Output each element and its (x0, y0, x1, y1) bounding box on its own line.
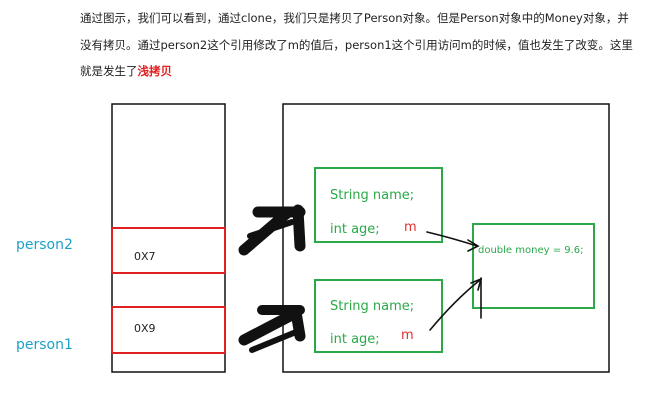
address-person1: 0X9 (134, 322, 156, 335)
highlight-shallow-copy: 浅拷贝 (137, 64, 173, 78)
ref-arrow-bottom (429, 277, 483, 331)
stack-slot-person1 (111, 306, 226, 354)
heap-frame (282, 103, 610, 373)
paragraph-line-2: 没有拷贝。通过person2这个引用修改了m的值后，person1这个引用访问m… (80, 38, 633, 52)
paragraph-line-3-prefix: 就是发生了 (80, 64, 138, 78)
stack-slot-person2 (111, 227, 226, 274)
label-person1: person1 (16, 337, 73, 353)
stack-frame (111, 103, 226, 373)
money-object (472, 223, 595, 309)
money-value: double money = 9.6; (478, 245, 584, 256)
bottom-field-ref-m: m (401, 328, 414, 343)
brush-arrow-person2 (238, 204, 306, 256)
brush-arrow-person1 (238, 305, 306, 353)
paragraph-line-1: 通过图示，我们可以看到，通过clone，我们只是拷贝了Person对象。但是Pe… (80, 11, 629, 25)
label-person2: person2 (16, 237, 73, 253)
top-field-name: String name; (330, 188, 415, 203)
top-field-ref-m: m (404, 220, 417, 235)
top-field-age: int age; (330, 222, 380, 237)
bottom-field-name: String name; (330, 299, 415, 314)
address-person2: 0X7 (134, 250, 156, 263)
bottom-field-age: int age; (330, 332, 380, 347)
paragraph-line-3: 就是发生了浅拷贝 (80, 64, 172, 78)
person-object-top (314, 167, 443, 243)
ref-arrow-top (426, 231, 480, 252)
